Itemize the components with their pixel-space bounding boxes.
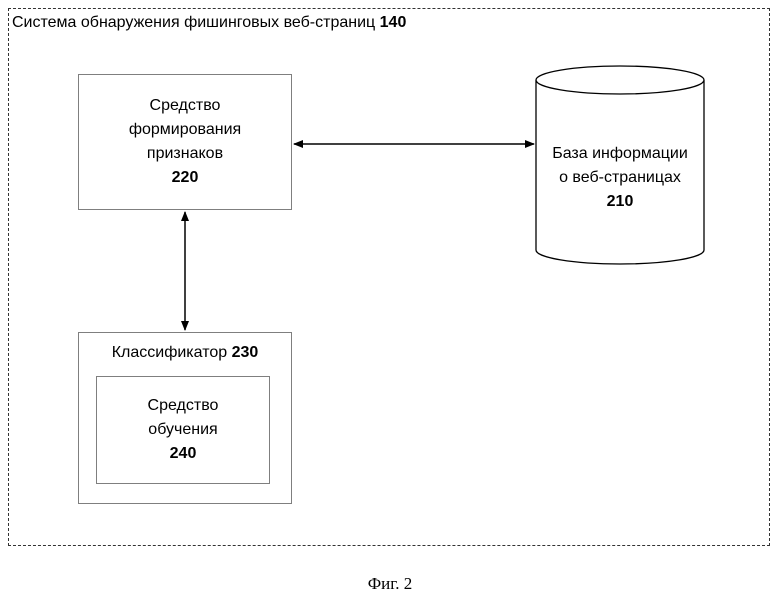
database-line-1: База информации <box>536 142 704 166</box>
training-tool-line-1: Средство <box>148 394 219 418</box>
training-tool-number: 240 <box>170 442 197 466</box>
database-line-2: о веб-страницах <box>536 166 704 190</box>
feature-generation-tool-box: Средство формирования признаков 220 <box>78 74 292 210</box>
training-tool-box: Средство обучения 240 <box>96 376 270 484</box>
feature-tool-number: 220 <box>172 166 199 190</box>
classifier-title-text: Классификатор <box>112 344 227 361</box>
classifier-number: 230 <box>232 344 259 361</box>
feature-tool-line-1: Средство <box>150 94 221 118</box>
database-label: База информации о веб-страницах 210 <box>536 142 704 214</box>
feature-tool-line-3: признаков <box>147 142 223 166</box>
feature-tool-line-2: формирования <box>129 118 241 142</box>
training-tool-line-2: обучения <box>148 418 217 442</box>
classifier-title: Классификатор 230 <box>79 342 291 364</box>
figure-caption: Фиг. 2 <box>0 574 780 594</box>
database-number: 210 <box>536 190 704 214</box>
